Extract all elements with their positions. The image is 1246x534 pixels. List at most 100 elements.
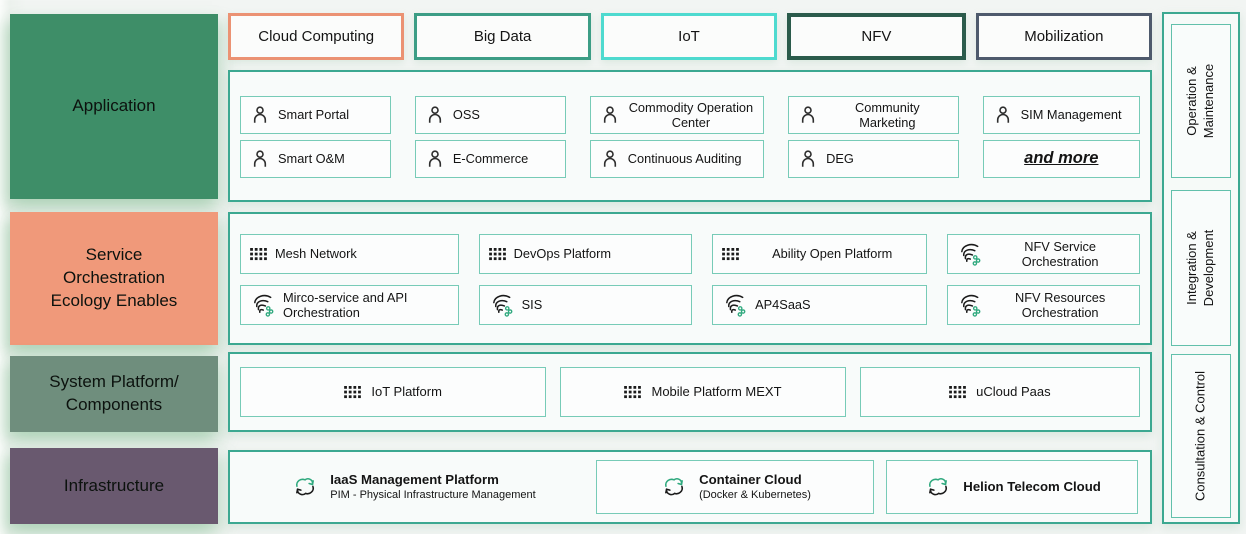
- grid-icon: [344, 385, 362, 398]
- cloud-sync-icon: [296, 478, 315, 496]
- layer-label: Application: [72, 96, 156, 116]
- tab-label: Big Data: [473, 28, 532, 45]
- item-label: NFV Service Orchestration: [1021, 238, 1099, 269]
- orchestration-swirl-icon: [961, 243, 981, 266]
- item-label: Ability Open Platform: [772, 246, 893, 262]
- person-icon: [603, 106, 616, 124]
- tab-big-data: Big Data: [414, 13, 591, 60]
- app-item-oss: OSS: [414, 96, 566, 134]
- infra-item-helion-telecom-cloud: Helion Telecom Cloud: [886, 460, 1138, 514]
- lifecycle-sidebar: Operation & Maintenance Integration & De…: [1162, 12, 1240, 524]
- svc-item-ability-open-platform: Ability Open Platform: [712, 234, 928, 274]
- tab-cloud-computing: Cloud Computing: [228, 13, 405, 60]
- item-label: DevOps Platform: [513, 246, 612, 262]
- svc-item-sis: SIS: [478, 285, 693, 325]
- sys-item-mobile-platform-mext: Mobile Platform MEXT: [560, 367, 846, 417]
- orchestration-swirl-icon: [961, 294, 981, 317]
- layer-service-orchestration: Service Orchestration Ecology Enables: [10, 212, 218, 345]
- item-label: OSS: [452, 107, 480, 123]
- item-label: IoT Platform: [371, 384, 442, 400]
- item-text: Container Cloud (Docker & Kubernetes): [699, 471, 811, 502]
- tab-label: Cloud Computing: [258, 28, 375, 45]
- app-item-community-marketing: Community Marketing: [788, 96, 959, 134]
- infra-item-container-cloud: Container Cloud (Docker & Kubernetes): [595, 460, 875, 514]
- person-icon: [802, 106, 815, 124]
- person-icon: [802, 150, 815, 168]
- item-label: AP4SaaS: [755, 297, 811, 313]
- service-row-2: Mirco-service and API Orchestration SIS …: [240, 285, 1141, 325]
- item-label: IaaS Management Platform: [330, 472, 499, 488]
- sidebar-item-label: Consultation & Control: [1192, 370, 1208, 502]
- person-icon: [428, 150, 441, 168]
- item-label: Container Cloud: [699, 472, 802, 488]
- svc-item-nfv-resources-orchestration: NFV Resources Orchestration: [947, 285, 1141, 325]
- layer-application: Application: [10, 14, 218, 199]
- orchestration-swirl-icon: [492, 294, 513, 317]
- service-orchestration-panel: Mesh Network DevOps Platform Ability Ope…: [228, 212, 1152, 345]
- svc-item-ap4saas: AP4SaaS: [712, 285, 928, 325]
- item-label: Mobile Platform MEXT: [651, 384, 782, 400]
- sys-item-iot-platform: IoT Platform: [240, 367, 547, 417]
- tab-label: NFV: [861, 28, 892, 45]
- orchestration-swirl-icon: [254, 294, 274, 317]
- item-sublabel: (Docker & Kubernetes): [699, 489, 811, 502]
- application-row-2: Smart O&M E-Commerce Continuous Auditing…: [240, 140, 1140, 178]
- sidebar-item-label: Integration & Development: [1184, 229, 1216, 307]
- layer-label: Service Orchestration Ecology Enables: [50, 245, 178, 310]
- tab-label: Mobilization: [1024, 28, 1104, 45]
- svc-item-micro-service-api-orchestration: Mirco-service and API Orchestration: [240, 285, 459, 325]
- application-row-1: Smart Portal OSS Commodity Operation Cen…: [240, 96, 1140, 134]
- item-label: and more: [1024, 149, 1099, 168]
- orchestration-swirl-icon: [726, 294, 746, 317]
- person-icon: [253, 106, 267, 124]
- grid-icon: [624, 385, 642, 398]
- sys-item-ucloud-paas: uCloud Paas: [859, 367, 1140, 417]
- sidebar-item-label: Operation & Maintenance: [1184, 63, 1216, 139]
- app-item-smart-portal: Smart Portal: [240, 96, 391, 134]
- app-item-smart-om: Smart O&M: [240, 140, 391, 178]
- item-sublabel: PIM - Physical Infrastructure Management: [330, 489, 536, 502]
- infrastructure-panel: IaaS Management Platform PIM - Physical …: [228, 450, 1152, 524]
- technology-tabs: Cloud Computing Big Data IoT NFV Mobiliz…: [228, 13, 1153, 60]
- item-label: SIS: [521, 297, 543, 313]
- item-label: Mesh Network: [275, 246, 357, 262]
- sidebar-item-operation-maintenance: Operation & Maintenance: [1171, 24, 1231, 178]
- tab-label: IoT: [678, 28, 700, 45]
- service-row-1: Mesh Network DevOps Platform Ability Ope…: [240, 234, 1141, 274]
- app-item-sim-management: SIM Management: [982, 96, 1140, 134]
- tab-iot: IoT: [600, 13, 778, 60]
- person-icon: [996, 106, 1009, 124]
- system-platform-row: IoT Platform Mobile Platform MEXT uCloud…: [240, 367, 1140, 417]
- app-item-and-more: and more: [982, 140, 1140, 178]
- layer-label: System Platform/ Components: [49, 372, 179, 414]
- svc-item-devops-platform: DevOps Platform: [478, 234, 693, 274]
- svc-item-nfv-service-orchestration: NFV Service Orchestration: [947, 234, 1141, 274]
- layer-infrastructure: Infrastructure: [10, 448, 218, 524]
- item-label: Community Marketing: [855, 99, 920, 130]
- cloud-sync-icon: [929, 478, 948, 496]
- person-icon: [253, 150, 267, 168]
- grid-icon: [250, 247, 267, 260]
- item-label: DEG: [826, 151, 854, 167]
- item-label: Commodity Operation Center: [628, 99, 754, 130]
- infra-item-iaas-management-platform: IaaS Management Platform PIM - Physical …: [242, 460, 584, 514]
- grid-icon: [488, 247, 506, 260]
- app-item-continuous-auditing: Continuous Auditing: [589, 140, 765, 178]
- app-item-e-commerce: E-Commerce: [414, 140, 566, 178]
- item-label: Continuous Auditing: [627, 151, 742, 167]
- cloud-sync-icon: [665, 478, 684, 496]
- person-icon: [428, 106, 441, 124]
- item-text: Helion Telecom Cloud: [963, 478, 1101, 495]
- layer-label: Infrastructure: [63, 475, 165, 495]
- item-label: NFV Resources Orchestration: [1014, 289, 1106, 320]
- svc-item-mesh-network: Mesh Network: [240, 234, 459, 274]
- system-platform-panel: IoT Platform Mobile Platform MEXT uCloud…: [228, 352, 1152, 432]
- sidebar-item-integration-development: Integration & Development: [1171, 190, 1231, 346]
- item-label: E-Commerce: [452, 151, 529, 167]
- grid-icon: [722, 247, 739, 260]
- person-icon: [603, 150, 616, 168]
- item-label: Smart O&M: [278, 151, 345, 167]
- item-label: SIM Management: [1020, 107, 1122, 123]
- item-label: Smart Portal: [278, 107, 350, 123]
